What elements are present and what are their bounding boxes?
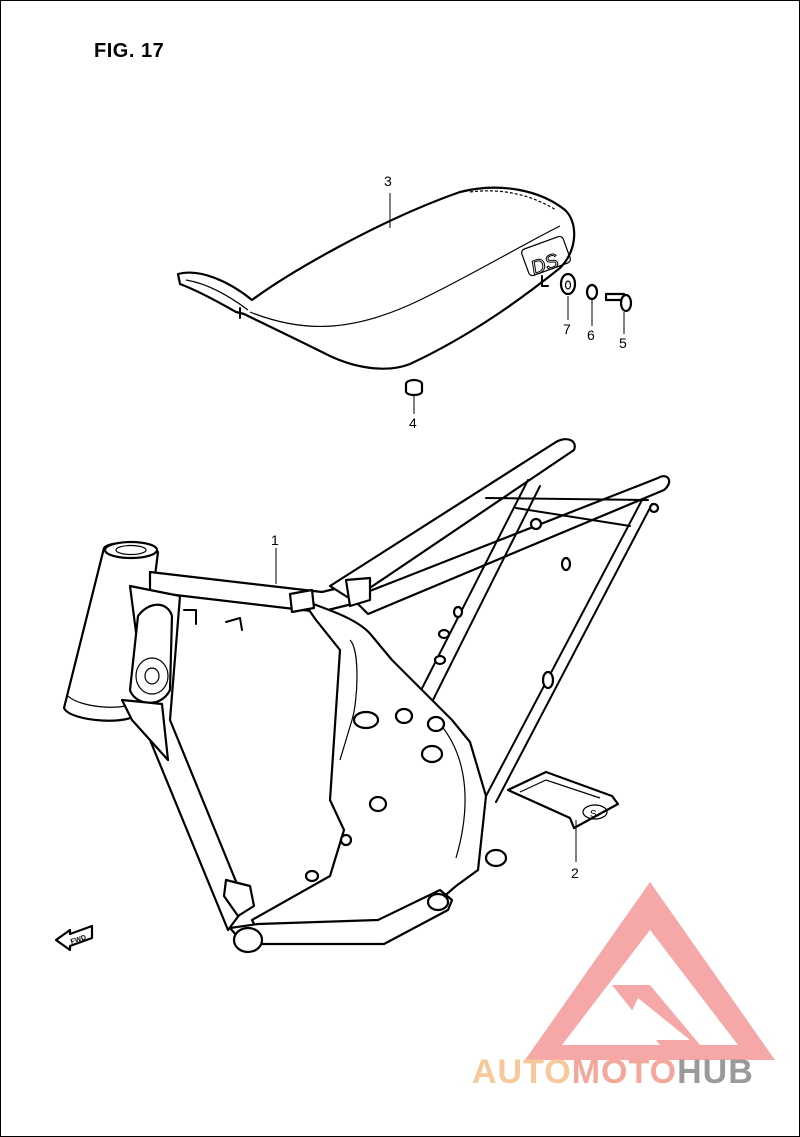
watermark-auto: AUTO [472, 1053, 572, 1091]
forward-arrow-icon: FWD [54, 924, 94, 952]
watermark-text: AUTOMOTOHUB [472, 1053, 754, 1092]
callout-4: 4 [409, 415, 417, 431]
frame-guard-part[interactable]: S [506, 770, 620, 830]
watermark-hub: HUB [677, 1053, 754, 1091]
watermark-moto: MOTO [571, 1053, 678, 1091]
forward-label: FWD [70, 934, 87, 946]
callout-5: 5 [619, 335, 627, 351]
callout-7: 7 [563, 321, 571, 337]
callout-1: 1 [271, 532, 279, 548]
seat-cushion-part[interactable] [404, 378, 424, 397]
callout-2: 2 [571, 865, 579, 881]
bolt-part[interactable] [604, 292, 633, 313]
guard-badge: S [590, 809, 597, 820]
callout-6: 6 [587, 327, 595, 343]
frame-part[interactable] [62, 438, 671, 954]
callout-3: 3 [384, 173, 392, 189]
figure-title: FIG. 17 [94, 40, 165, 62]
seat-part[interactable]: DS [176, 186, 576, 370]
washer-part[interactable] [559, 272, 577, 296]
watermark-logo-icon [525, 882, 775, 1060]
lock-washer-part[interactable] [585, 283, 599, 301]
